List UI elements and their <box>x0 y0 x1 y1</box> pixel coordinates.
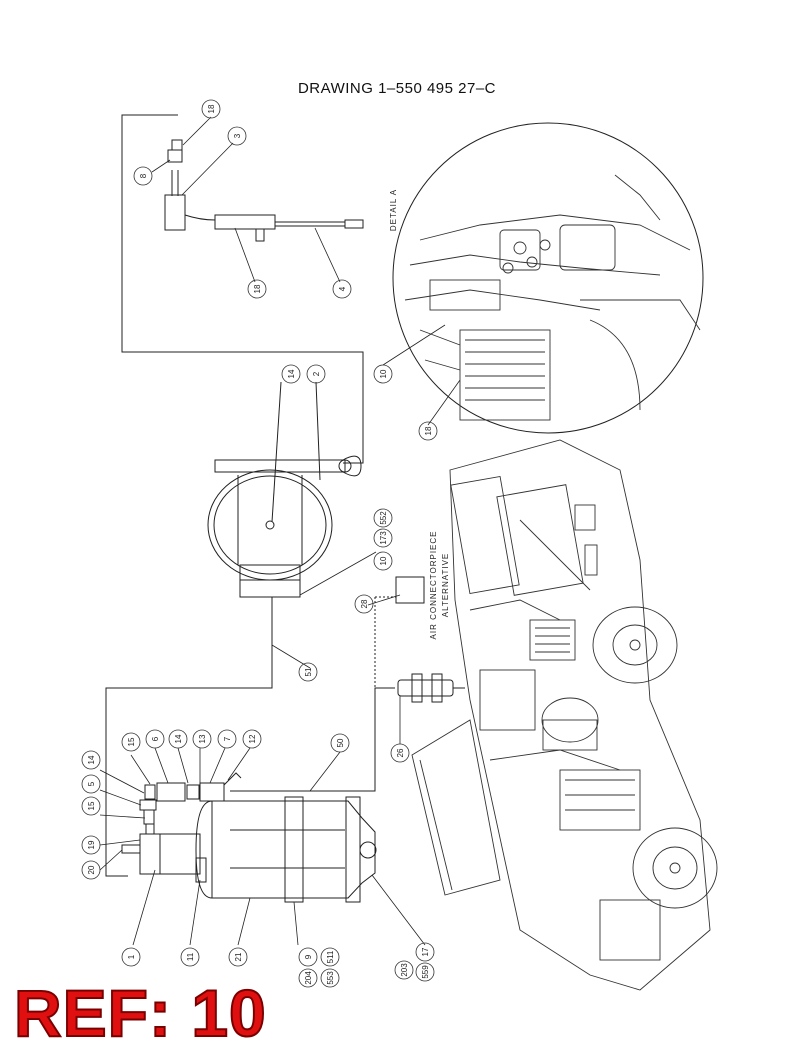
air-connector-26 <box>397 673 465 703</box>
callout-19: 19 <box>87 840 96 849</box>
detail-a-label: DETAIL A <box>389 189 398 231</box>
callout-9: 9 <box>304 954 313 959</box>
callout-5: 5 <box>87 781 96 786</box>
callout-511: 511 <box>326 950 335 963</box>
callout-14-b: 14 <box>87 755 96 764</box>
callout-18-top: 18 <box>207 104 216 113</box>
hose-reel <box>207 381 362 598</box>
callout-203: 203 <box>400 963 409 977</box>
callout-17: 17 <box>421 947 430 956</box>
leader-lines <box>99 116 461 946</box>
upper-pipe-route <box>121 114 364 464</box>
callout-1: 1 <box>127 954 136 959</box>
drawing-title: DRAWING 1–550 495 27–C <box>297 80 497 97</box>
callout-10-reel: 10 <box>379 556 388 565</box>
callout-bubbles <box>81 99 438 988</box>
callout-15-b: 15 <box>87 801 96 810</box>
callout-18-left: 18 <box>253 284 262 293</box>
vehicle-assembly <box>411 439 718 991</box>
detail-a-view <box>392 122 704 434</box>
callout-3: 3 <box>233 133 242 138</box>
callout-14-a: 14 <box>174 734 183 743</box>
callout-20: 20 <box>87 865 96 874</box>
callout-13: 13 <box>198 734 207 743</box>
callout-11: 11 <box>186 952 195 961</box>
callout-559: 559 <box>421 965 430 979</box>
air-connector-label-line2: ALTERNATIVE <box>441 553 450 618</box>
callout-51: 51 <box>304 667 313 676</box>
air-connector-label-line1: AIR CONNECTORPIECE <box>429 531 438 640</box>
connector-assembly <box>164 139 364 242</box>
callout-28: 28 <box>360 599 369 608</box>
callout-8: 8 <box>139 173 148 178</box>
callout-26: 26 <box>396 748 405 757</box>
air-tank <box>195 796 377 903</box>
ref-badge: REF: 10 <box>13 976 267 1050</box>
callout-10-detail: 10 <box>379 369 388 378</box>
callout-7: 7 <box>223 736 232 741</box>
callout-50: 50 <box>336 738 345 747</box>
valve-stack <box>139 772 242 835</box>
callout-4: 4 <box>338 286 347 291</box>
callout-2: 2 <box>312 371 321 376</box>
callout-labels: 18 3 8 18 4 10 18 14 2 10 173 552 28 51 … <box>87 104 450 985</box>
callout-173: 173 <box>379 531 388 545</box>
callout-21: 21 <box>234 952 243 961</box>
callout-14-reel: 14 <box>287 369 296 378</box>
callout-6: 6 <box>151 736 160 741</box>
callout-15-a: 15 <box>127 737 136 746</box>
callout-553: 553 <box>326 971 335 985</box>
callout-552: 552 <box>379 511 388 525</box>
callout-12: 12 <box>248 734 257 743</box>
callout-18-detail: 18 <box>424 426 433 435</box>
air-pipe-route <box>105 576 425 877</box>
pump-unit <box>121 833 207 883</box>
callout-204: 204 <box>304 971 313 985</box>
